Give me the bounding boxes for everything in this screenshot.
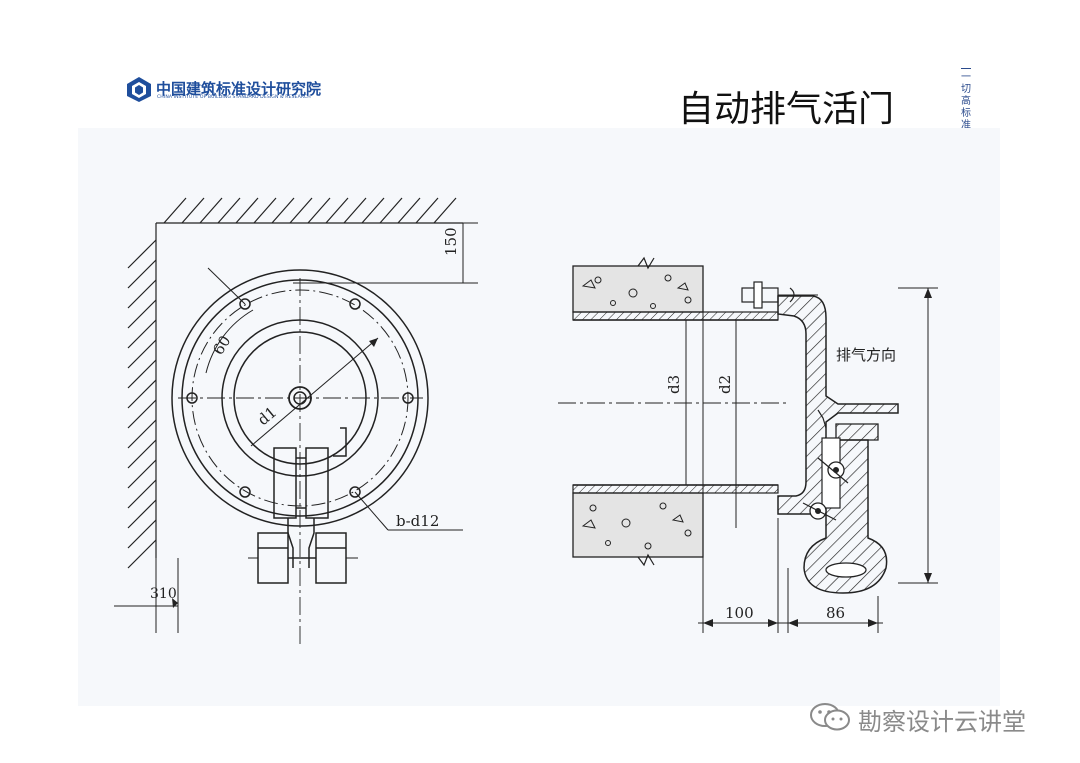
dim-150: 150 [442, 227, 460, 256]
wall-hatching [127, 197, 463, 569]
side-slogan-text: 一切高标准 [961, 72, 971, 131]
institute-logo: 中国建筑标准设计研究院 CHINA INSTITUTE OF BUILDING … [126, 74, 356, 104]
watermark-text: 勘察设计云讲堂 [858, 708, 1026, 736]
institute-logo-icon [127, 77, 151, 102]
flow-direction-label: 排气方向 [836, 346, 896, 364]
counterweight-assembly [248, 427, 358, 584]
concrete-wall-bottom [572, 492, 704, 558]
bolt-callout-label: b-d12 [396, 512, 439, 530]
counterweight-section [803, 439, 888, 594]
dim-d3: d3 [665, 375, 683, 394]
dim-86: 86 [826, 604, 845, 622]
front-view [114, 197, 478, 648]
dim-d2: d2 [716, 375, 734, 394]
institute-name-cn: 中国建筑标准设计研究院 [156, 80, 322, 98]
wechat-icon [810, 703, 850, 731]
wechat-watermark: 勘察设计云讲堂 [808, 700, 1058, 736]
side-view [558, 256, 938, 633]
institute-name-en: CHINA INSTITUTE OF BUILDING STANDARD DES… [157, 95, 311, 100]
slide-title: 自动排气活门 [678, 89, 895, 130]
technical-drawing: 150 60 d1 b-d12 310 [78, 128, 1000, 706]
side-slogan: 一切高标准 [958, 64, 974, 132]
dim-310: 310 [150, 586, 177, 602]
dim-100: 100 [725, 604, 754, 622]
